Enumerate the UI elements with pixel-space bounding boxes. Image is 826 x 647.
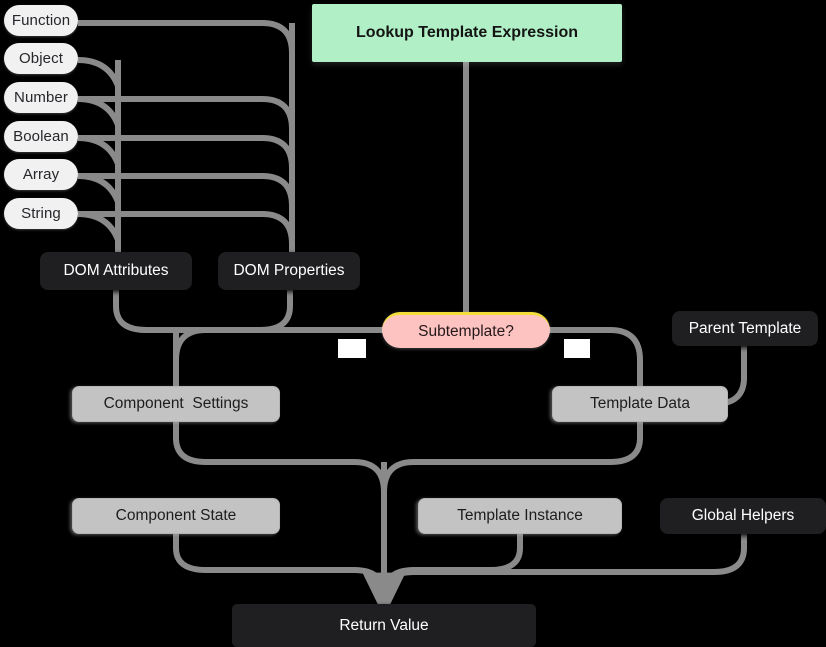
- parent-template-node[interactable]: Parent Template: [672, 311, 818, 346]
- type-pill-function[interactable]: Function: [4, 5, 78, 36]
- template-instance-node[interactable]: Template Instance: [418, 498, 622, 534]
- type-pill-number[interactable]: Number: [4, 82, 78, 113]
- component-settings-node[interactable]: Component Settings: [72, 386, 280, 422]
- type-pill-object[interactable]: Object: [4, 43, 78, 74]
- component-state-node[interactable]: Component State: [72, 498, 280, 534]
- edge-label-right: [564, 339, 590, 358]
- type-pill-array[interactable]: Array: [4, 159, 78, 190]
- dom-properties-node[interactable]: DOM Properties: [218, 252, 360, 290]
- global-helpers-node[interactable]: Global Helpers: [660, 498, 826, 534]
- type-pill-boolean[interactable]: Boolean: [4, 121, 78, 152]
- edge-label-left: [338, 339, 366, 358]
- dom-attributes-node[interactable]: DOM Attributes: [40, 252, 192, 290]
- lookup-template-expression-node[interactable]: Lookup Template Expression: [312, 4, 622, 62]
- return-value-node[interactable]: Return Value: [232, 604, 536, 647]
- type-pill-string[interactable]: String: [4, 198, 78, 229]
- subtemplate-decision-node[interactable]: Subtemplate?: [382, 312, 550, 348]
- template-data-node[interactable]: Template Data: [552, 386, 728, 422]
